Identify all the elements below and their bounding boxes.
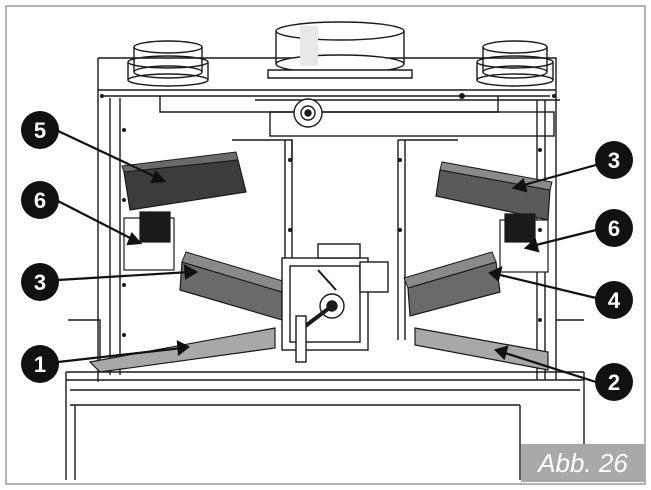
duct-collar-center	[267, 21, 413, 79]
leader-right-bottom-arrow	[493, 345, 509, 361]
callout-number: 2	[608, 370, 620, 395]
leader-right-top	[519, 163, 597, 188]
duct-collar-left	[127, 40, 209, 87]
leader-left-low-arrow	[183, 264, 199, 280]
leader-left-mid-arrow	[126, 231, 143, 246]
bypass-valve	[281, 243, 389, 363]
leader-left-bottom	[57, 346, 183, 364]
filter-left-top	[121, 151, 247, 211]
callout-right-bottom: 2	[595, 363, 633, 401]
screws	[100, 93, 556, 337]
callout-right-mid: 6	[595, 209, 633, 247]
filter-right-bottom	[414, 327, 549, 371]
leader-right-low	[495, 272, 597, 300]
duct-collar-right	[476, 40, 554, 87]
callout-left-mid: 6	[21, 181, 59, 219]
callout-number: 3	[608, 148, 620, 173]
figure-border	[5, 5, 646, 485]
filter-left-mid	[179, 251, 287, 321]
callout-right-top: 3	[595, 141, 633, 179]
leader-left-low	[57, 270, 191, 282]
callout-number: 5	[34, 118, 46, 143]
callout-leaders	[55, 129, 597, 384]
callout-left-top: 5	[21, 111, 59, 149]
leader-left-mid	[55, 199, 135, 241]
leader-left-top	[55, 129, 159, 179]
leader-right-top-arrow	[511, 177, 528, 193]
leader-left-top-arrow	[150, 169, 167, 184]
callout-right-low: 4	[595, 281, 633, 319]
callout-number: 1	[34, 352, 46, 377]
callouts: 5 6 3 1 3 6 4 2	[21, 111, 633, 401]
leader-right-bottom	[501, 350, 597, 384]
callout-number: 6	[34, 188, 46, 213]
filter-right-mid	[403, 251, 501, 317]
leader-right-low-arrow	[487, 266, 503, 283]
leader-right-mid-arrow	[523, 237, 540, 253]
callout-left-bottom: 1	[21, 345, 59, 383]
figure-label: Abb. 26	[521, 444, 645, 482]
callout-left-low: 3	[21, 263, 59, 301]
leader-left-bottom-arrow	[176, 340, 191, 357]
callout-number: 3	[34, 270, 46, 295]
callout-number: 6	[608, 216, 620, 241]
leader-right-mid	[531, 228, 597, 248]
filter-right-top	[435, 161, 553, 221]
callout-number: 4	[608, 288, 621, 313]
box-left-mid	[123, 211, 175, 271]
fan-hub	[293, 98, 323, 128]
